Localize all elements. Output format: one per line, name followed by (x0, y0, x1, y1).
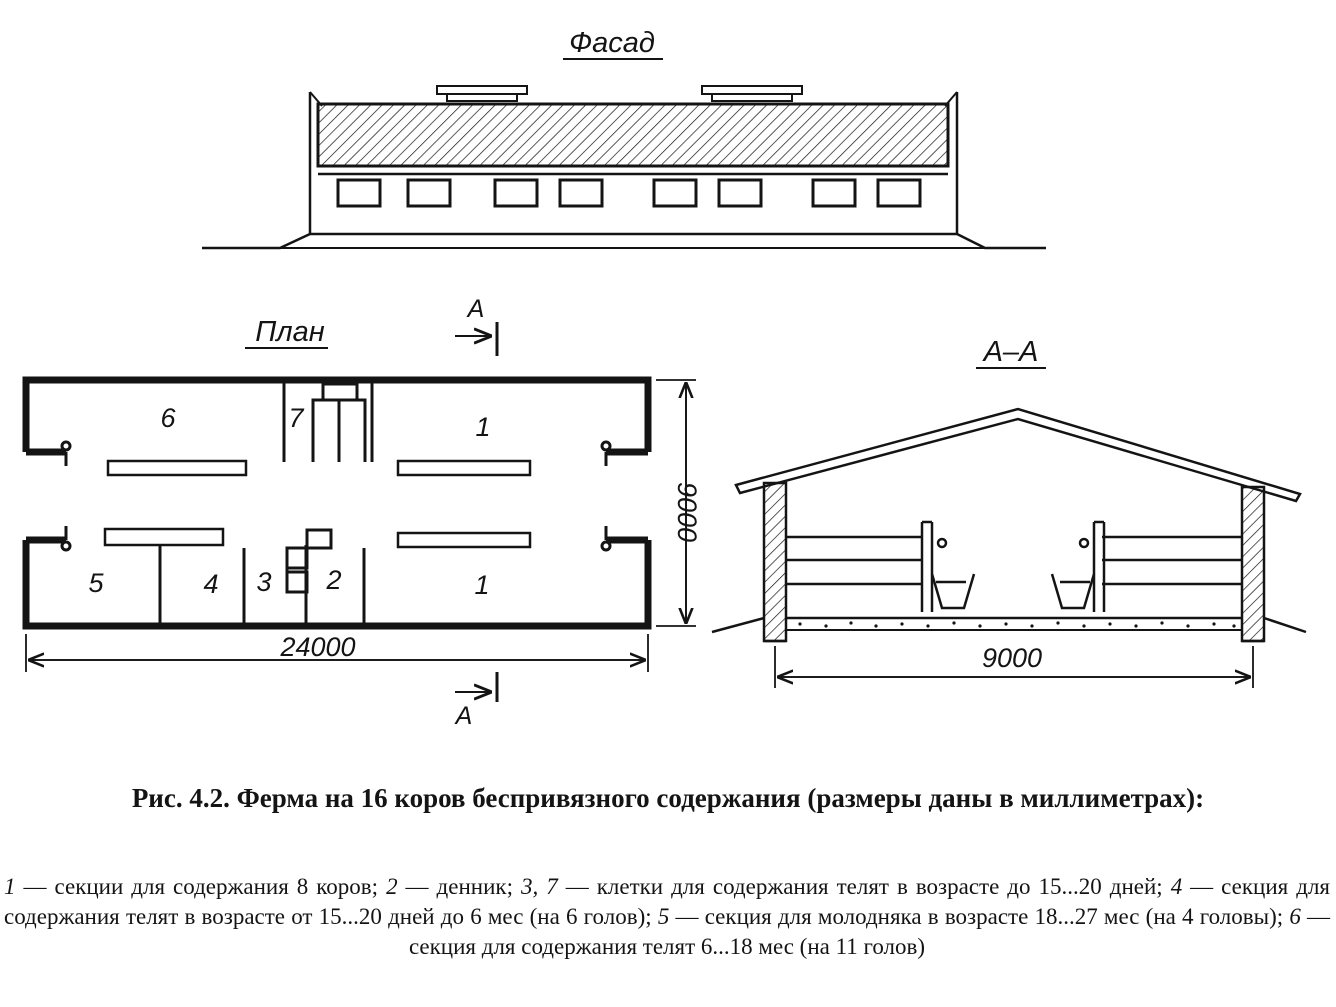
plan-feeders (103, 459, 532, 549)
roof-vent-left (436, 85, 528, 95)
section-floor (711, 616, 1307, 634)
plan-partitions (158, 380, 374, 626)
facade-windows (336, 178, 922, 208)
roof-vent-right-base (711, 93, 793, 102)
legend-item: 6 — секция для содержания телят 6...18 м… (408, 904, 1331, 959)
room-1-bottom: 1 (474, 570, 489, 600)
plan-length-dimension (25, 634, 649, 672)
figure-caption: Рис. 4.2. Ферма на 16 коров беспривязног… (131, 783, 1205, 813)
legend-item: 4 — секция для содержания телят в возрас… (4, 874, 1331, 929)
section-width-dimension (774, 646, 1254, 688)
section-roof (734, 407, 1302, 503)
section-troughs (930, 537, 1096, 610)
legend-item: 2 — денник; (386, 874, 521, 899)
section-mark-top: А (466, 295, 485, 323)
section-title: А–А (982, 336, 1039, 368)
room-7: 7 (288, 403, 304, 433)
room-2: 2 (325, 565, 341, 595)
legend-item: 3, 7 — клетки для содержания телят в воз… (520, 874, 1171, 899)
plan-outer-walls (22, 376, 652, 630)
roof-vent-left-base (446, 93, 518, 102)
section-width-label: 9000 (982, 643, 1042, 673)
plan-width-dimension (656, 379, 696, 627)
facade-roof (316, 102, 950, 168)
roof-vent-right (701, 85, 803, 95)
plan-view: План А А (22, 295, 702, 730)
plan-title: План (255, 316, 324, 348)
room-1-top: 1 (475, 412, 490, 442)
section-wall-right (1240, 485, 1266, 643)
legend-item: 1 — секции для содержания 8 коров; (4, 874, 387, 899)
farm-drawing: Фасад План (22, 27, 1307, 730)
section-stall-rails (786, 520, 1242, 612)
section-view: А–А (711, 336, 1307, 688)
section-wall-left (762, 481, 788, 643)
room-4: 4 (203, 569, 218, 599)
plan-length-label: 24000 (279, 632, 355, 662)
section-floor-aggregate (798, 621, 1236, 628)
section-mark-bottom: А (454, 702, 473, 730)
room-3: 3 (256, 567, 271, 597)
room-6: 6 (160, 403, 176, 433)
facade-view: Фасад (202, 27, 1046, 250)
plan-width-label: 9000 (672, 482, 702, 542)
facade-ground (202, 232, 1046, 250)
room-5: 5 (88, 568, 104, 598)
legend-item: 5 — секция для молодняка в возрасте 18..… (657, 904, 1290, 929)
plan-doors (60, 440, 612, 552)
facade-title: Фасад (569, 27, 655, 59)
figure-legend: 1 — секции для содержания 8 коров; 2 — д… (4, 872, 1330, 962)
